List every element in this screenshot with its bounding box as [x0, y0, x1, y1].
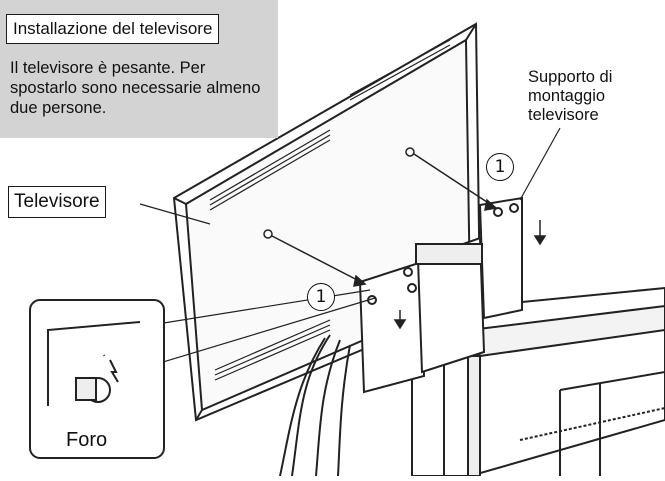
hole-label: Foro — [66, 429, 108, 451]
cables — [279, 334, 351, 477]
screws — [263, 147, 415, 239]
step-marker-left: 1 — [307, 283, 335, 311]
note-text: Il televisore è pesante. Per spostarlo s… — [10, 59, 261, 117]
tv-label: Televisore — [8, 186, 106, 218]
tv-vents — [209, 39, 451, 381]
support-label: Supporto di montaggio televisore — [528, 68, 658, 125]
step-marker-top: 1 — [486, 153, 514, 181]
caution-note: Installazione del televisore Il televiso… — [0, 0, 278, 138]
hole-detail — [29, 299, 165, 459]
insertion-arrows — [271, 153, 547, 330]
note-title: Installazione del televisore — [6, 14, 220, 44]
mounting-bracket — [358, 196, 523, 394]
